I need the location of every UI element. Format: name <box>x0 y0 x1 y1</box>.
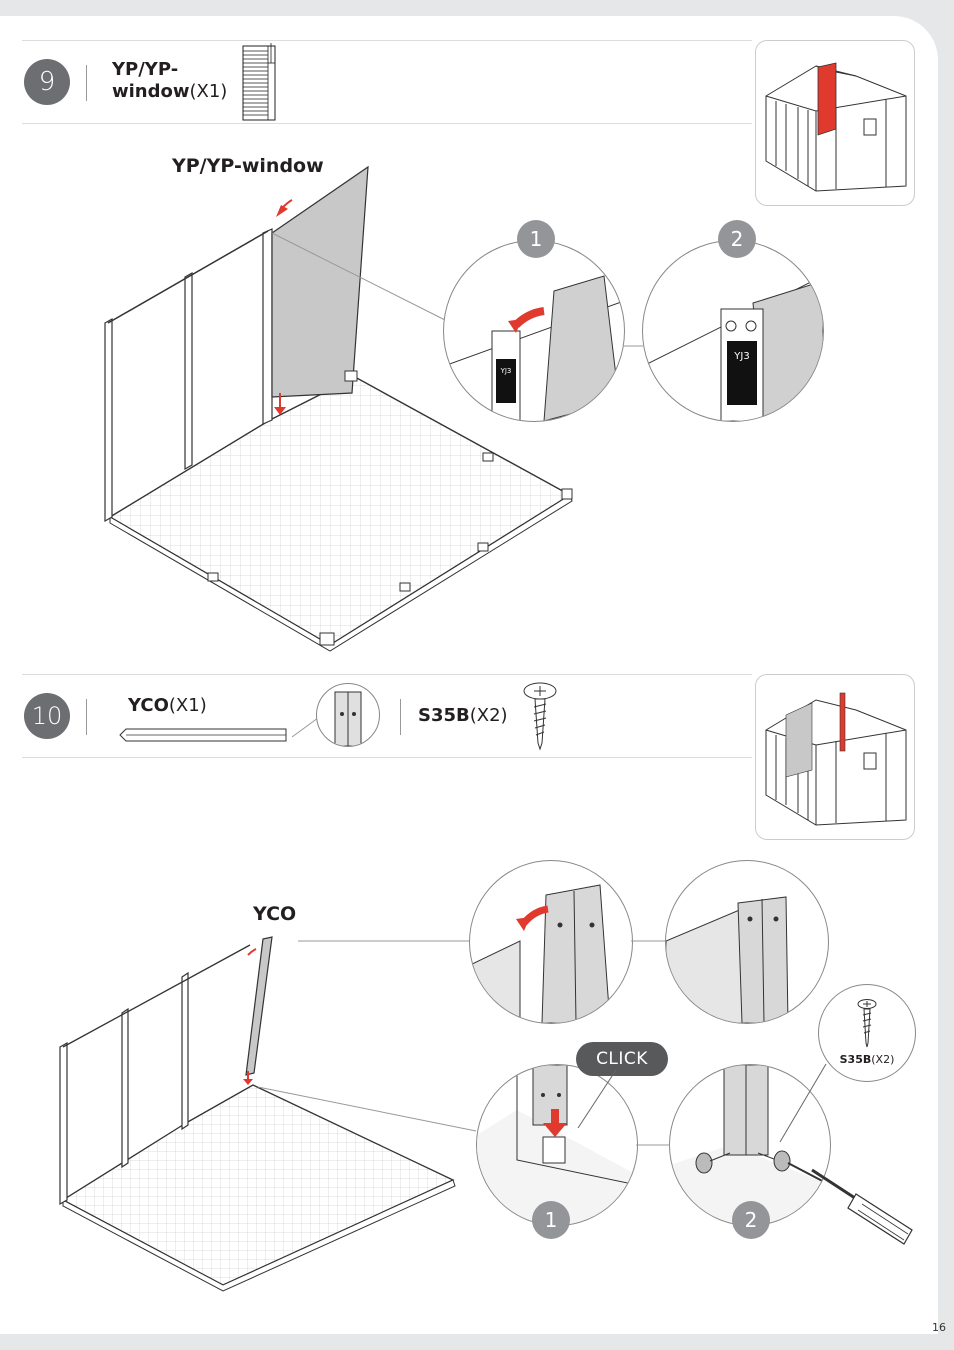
step10-assembly-drawing <box>59 936 477 1292</box>
click-sound-label: CLICK <box>576 1042 668 1076</box>
step9-detail-2: YJ3 <box>642 240 824 422</box>
step9-header: 9 YP/YP- window(X1) <box>22 40 752 124</box>
divider <box>400 699 401 735</box>
click-leader <box>577 1069 617 1129</box>
screwdriver-icon <box>811 1168 913 1245</box>
corner-post-icon <box>119 728 287 742</box>
step9-location-thumbnail <box>755 40 915 206</box>
step10-part1-qty: (X1) <box>168 695 207 716</box>
highlight-panel <box>817 62 837 136</box>
step10-caption: YCO <box>253 903 297 925</box>
connector-line <box>623 345 643 347</box>
step9-part-qty: (X1) <box>189 81 228 102</box>
step10-detail-1 <box>476 1064 638 1226</box>
step9-detail-1: YJ3 <box>443 240 625 422</box>
step10-header: 10 YCO(X1) S35B(X2) <box>22 674 752 758</box>
step9-badge-2: 2 <box>718 220 756 258</box>
page-number: 16 <box>932 1321 946 1334</box>
screw-icon <box>523 682 557 751</box>
step10-part2-name: S35B <box>418 705 470 726</box>
step10-detail-2 <box>669 1064 831 1226</box>
connector-line <box>631 940 665 942</box>
step9-number: 9 <box>24 59 70 105</box>
step10-detail-top-1 <box>469 860 633 1024</box>
highlight-post <box>839 692 846 752</box>
step10-detail-top-2 <box>665 860 829 1024</box>
panel-part-icon <box>242 43 276 121</box>
part-label-text: YJ3 <box>500 367 512 375</box>
house-diagram <box>765 62 907 192</box>
step9-caption: YP/YP-window <box>172 155 324 177</box>
screw-icon <box>857 999 877 1048</box>
step10-part1-name: YCO <box>128 695 169 716</box>
corner-post <box>245 936 273 1076</box>
step10-badge-2: 2 <box>732 1201 770 1239</box>
step10-part2-label: S35B(X2) <box>418 705 508 727</box>
screw-callout-label: S35B(X2) <box>819 1053 915 1066</box>
wall-panel <box>271 165 369 398</box>
connector-line <box>636 1144 670 1146</box>
divider <box>86 65 87 101</box>
corner-post-detail <box>316 683 380 747</box>
step10-part1-label: YCO(X1) <box>128 695 207 717</box>
step9-part-label: YP/YP- window(X1) <box>112 59 227 103</box>
step10-location-thumbnail <box>755 674 915 840</box>
house-diagram <box>765 692 907 826</box>
step10-number: 10 <box>24 693 70 739</box>
step9-part-name-line2: window <box>112 81 190 102</box>
screw-callout: S35B(X2) <box>818 984 916 1082</box>
screw-callout-name: S35B <box>839 1053 872 1066</box>
screw-leader <box>779 1063 827 1143</box>
step9-assembly-drawing <box>104 165 573 652</box>
part-label-text: YJ3 <box>733 351 749 362</box>
step10-badge-1: 1 <box>532 1201 570 1239</box>
step9-badge-1: 1 <box>517 220 555 258</box>
step9-part-name: YP/YP- <box>112 59 179 80</box>
screw-callout-qty: (X2) <box>871 1053 895 1066</box>
step10-part2-qty: (X2) <box>469 705 508 726</box>
divider <box>86 699 87 735</box>
